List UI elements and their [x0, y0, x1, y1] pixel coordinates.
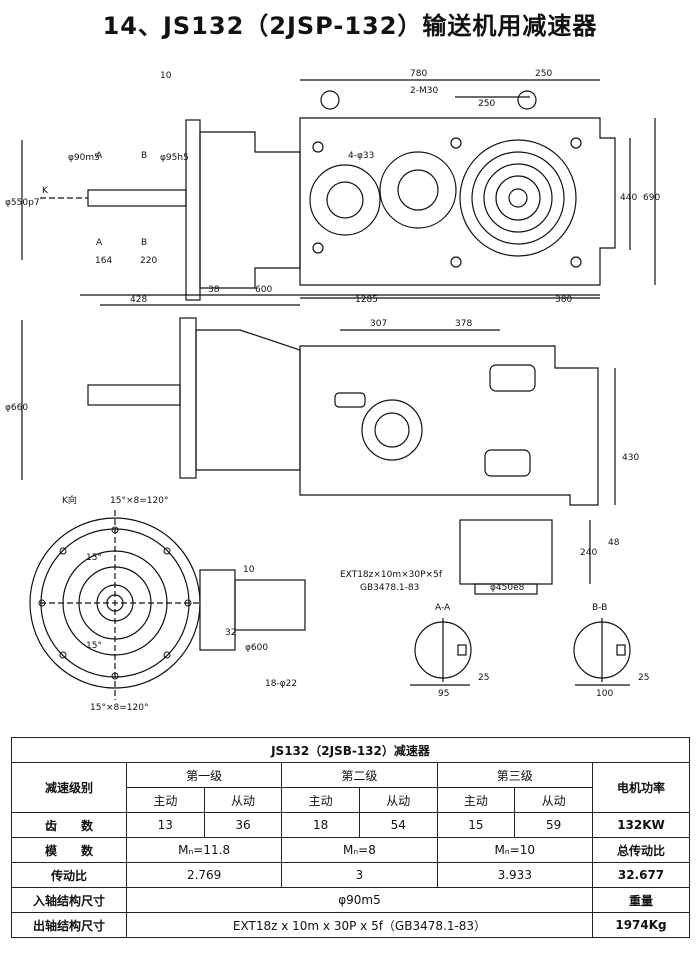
section-b-b: B-B	[592, 603, 607, 613]
page-title: 14、JS132（2JSP-132）输送机用减速器	[102, 12, 598, 40]
total-ratio: 32.677	[592, 862, 690, 888]
weight: 1974Kg	[592, 912, 690, 938]
dim-phi600: φ600	[245, 643, 268, 653]
dim-18phi22: 18-φ22	[265, 679, 297, 689]
mark-a-bottom: A	[96, 238, 103, 248]
spec-table: JS132（2JSB-132）减速器 减速级别 第一级 第二级 第三级 电机功率…	[11, 737, 690, 938]
section-views	[410, 618, 631, 686]
k-view	[29, 510, 306, 700]
ratio-1: 2.769	[125, 862, 283, 888]
teeth-2: 36	[203, 812, 283, 838]
dim-2m30: 2-M30	[410, 86, 438, 96]
dim-220: 220	[140, 256, 157, 266]
dim-25b: 25	[638, 673, 649, 683]
output-label: 出轴结构尺寸	[11, 912, 127, 938]
table-title: JS132（2JSB-132）减速器	[11, 737, 690, 763]
dim-angle-bottom: 15°×8=120°	[90, 703, 148, 713]
teeth-5: 15	[436, 812, 516, 838]
dim-250b: 250	[478, 99, 495, 109]
dim-240: 240	[580, 548, 597, 558]
module-label: 模 数	[11, 837, 127, 863]
dim-15a: 15°	[86, 553, 102, 563]
stage-2: 第二级	[281, 762, 438, 788]
dim-380: 380	[555, 295, 572, 305]
stage-1: 第一级	[125, 762, 283, 788]
dim-95: 95	[438, 689, 449, 699]
driven-3: 从动	[514, 787, 593, 813]
dim-600: 600	[255, 285, 272, 295]
dim-phi550p7: φ550p7	[5, 198, 40, 208]
dim-307: 307	[370, 319, 387, 329]
teeth-6: 59	[514, 812, 593, 838]
mark-b-bottom: B	[141, 238, 147, 248]
label-k-view: K向	[62, 494, 77, 506]
dim-378: 378	[455, 319, 472, 329]
ratio-3: 3.933	[436, 862, 594, 888]
weight-label: 重量	[592, 887, 690, 913]
output-value: EXT18z x 10m x 30P x 5f（GB3478.1-83）	[126, 912, 593, 938]
driven-1: 从动	[203, 787, 283, 813]
dim-38: 38	[208, 285, 220, 295]
total-ratio-label: 总传动比	[592, 837, 690, 863]
section-a-a: A-A	[435, 603, 451, 613]
dim-250a: 250	[535, 69, 552, 79]
motor-power-label: 电机功率	[592, 762, 690, 813]
label-ext18z: EXT18z×10m×30P×5f	[340, 570, 443, 580]
module-2: Mₙ=8	[281, 837, 438, 863]
mark-b-top: B	[141, 151, 147, 161]
dim-phi95h5: φ95h5	[160, 153, 189, 163]
top-view	[21, 79, 656, 306]
module-3: Mₙ=10	[436, 837, 594, 863]
input-label: 入轴结构尺寸	[11, 887, 127, 913]
dim-angle-top: 15°×8=120°	[110, 496, 168, 506]
dim-430: 430	[622, 453, 639, 463]
dim-780: 780	[410, 69, 427, 79]
mark-a-top: A	[96, 151, 103, 161]
dim-15b: 15°	[86, 641, 102, 651]
teeth-4: 54	[358, 812, 438, 838]
dim-phi450e8: φ450e8	[490, 583, 525, 593]
driven-2: 从动	[358, 787, 438, 813]
input-value: φ90m5	[126, 887, 593, 913]
reducer-drawing: 10 780 250 2-M30 250 4-φ33 φ90m5 φ95h5 φ…	[5, 69, 660, 713]
drive-2: 主动	[281, 787, 360, 813]
ratio-label: 传动比	[11, 862, 127, 888]
motor-power: 132KW	[592, 812, 690, 838]
dim-phi660: φ660	[5, 403, 28, 413]
dim-1285: 1285	[355, 295, 378, 305]
front-view	[21, 317, 616, 595]
dim-690: 690	[643, 193, 660, 203]
dim-428: 428	[130, 295, 147, 305]
teeth-label: 齿 数	[11, 812, 127, 838]
dim-10: 10	[160, 71, 172, 81]
drive-3: 主动	[436, 787, 516, 813]
dim-10k: 10	[243, 565, 255, 575]
dim-4phi33: 4-φ33	[348, 151, 374, 161]
drive-1: 主动	[126, 787, 205, 813]
dim-440: 440	[620, 193, 637, 203]
dim-phi90m5: φ90m5	[68, 153, 100, 163]
dim-100: 100	[596, 689, 613, 699]
teeth-3: 18	[281, 812, 360, 838]
dim-164: 164	[95, 256, 112, 266]
ratio-2: 3	[281, 862, 438, 888]
dim-48: 48	[608, 538, 620, 548]
stage-3: 第三级	[436, 762, 594, 788]
module-1: Mₙ=11.8	[125, 837, 283, 863]
stage-label: 减速级别	[11, 762, 127, 813]
dim-25a: 25	[478, 673, 489, 683]
dim-32: 32	[225, 628, 236, 638]
label-gb3478: GB3478.1-83	[360, 583, 419, 593]
label-k: K	[42, 186, 49, 196]
teeth-1: 13	[126, 812, 205, 838]
